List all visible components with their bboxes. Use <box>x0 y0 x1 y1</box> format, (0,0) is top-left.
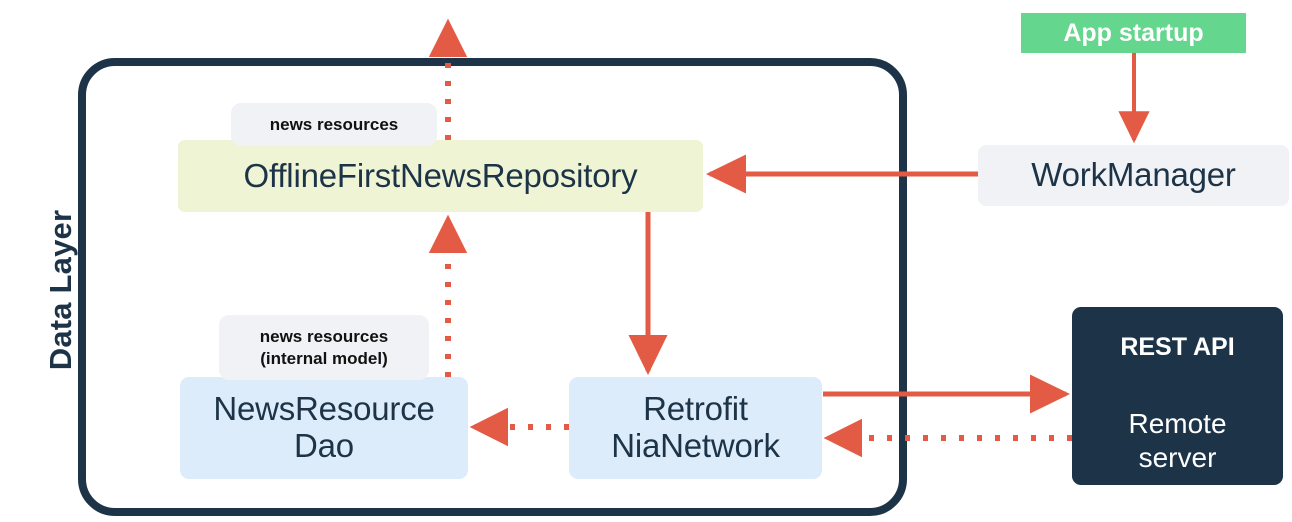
node-label-line1: Retrofit <box>643 390 748 428</box>
edge-label-news-resources: news resources <box>231 103 437 146</box>
node-label-line2: Dao <box>294 427 354 464</box>
node-offline-first-news-repository[interactable]: OfflineFirstNewsRepository <box>178 140 703 212</box>
node-label-line1: NewsResource <box>213 390 435 428</box>
node-label: App startup <box>1063 19 1204 47</box>
edge-label-news-resources-internal-model: news resources (internal model) <box>219 315 429 380</box>
node-label: OfflineFirstNewsRepository <box>243 156 638 194</box>
data-layer-group-label: Data Layer <box>43 209 78 371</box>
edge-label-line1: news resources <box>259 327 389 347</box>
node-remote-server[interactable]: REST API Remote server <box>1072 307 1283 485</box>
node-label-line2: NiaNetwork <box>611 427 780 464</box>
node-label-line1: Remote <box>1128 408 1227 439</box>
edge-label-line1: news resources <box>269 114 399 134</box>
node-retrofit-nia-network[interactable]: Retrofit NiaNetwork <box>569 377 822 479</box>
node-app-startup[interactable]: App startup <box>1021 13 1246 53</box>
node-label-line2: server <box>1138 441 1217 473</box>
edge-label-line2: (internal model) <box>260 348 388 368</box>
node-label: WorkManager <box>1031 156 1236 194</box>
node-label-rest-api: REST API <box>1120 333 1235 361</box>
node-work-manager[interactable]: WorkManager <box>978 145 1289 206</box>
node-news-resource-dao[interactable]: NewsResource Dao <box>180 377 468 479</box>
